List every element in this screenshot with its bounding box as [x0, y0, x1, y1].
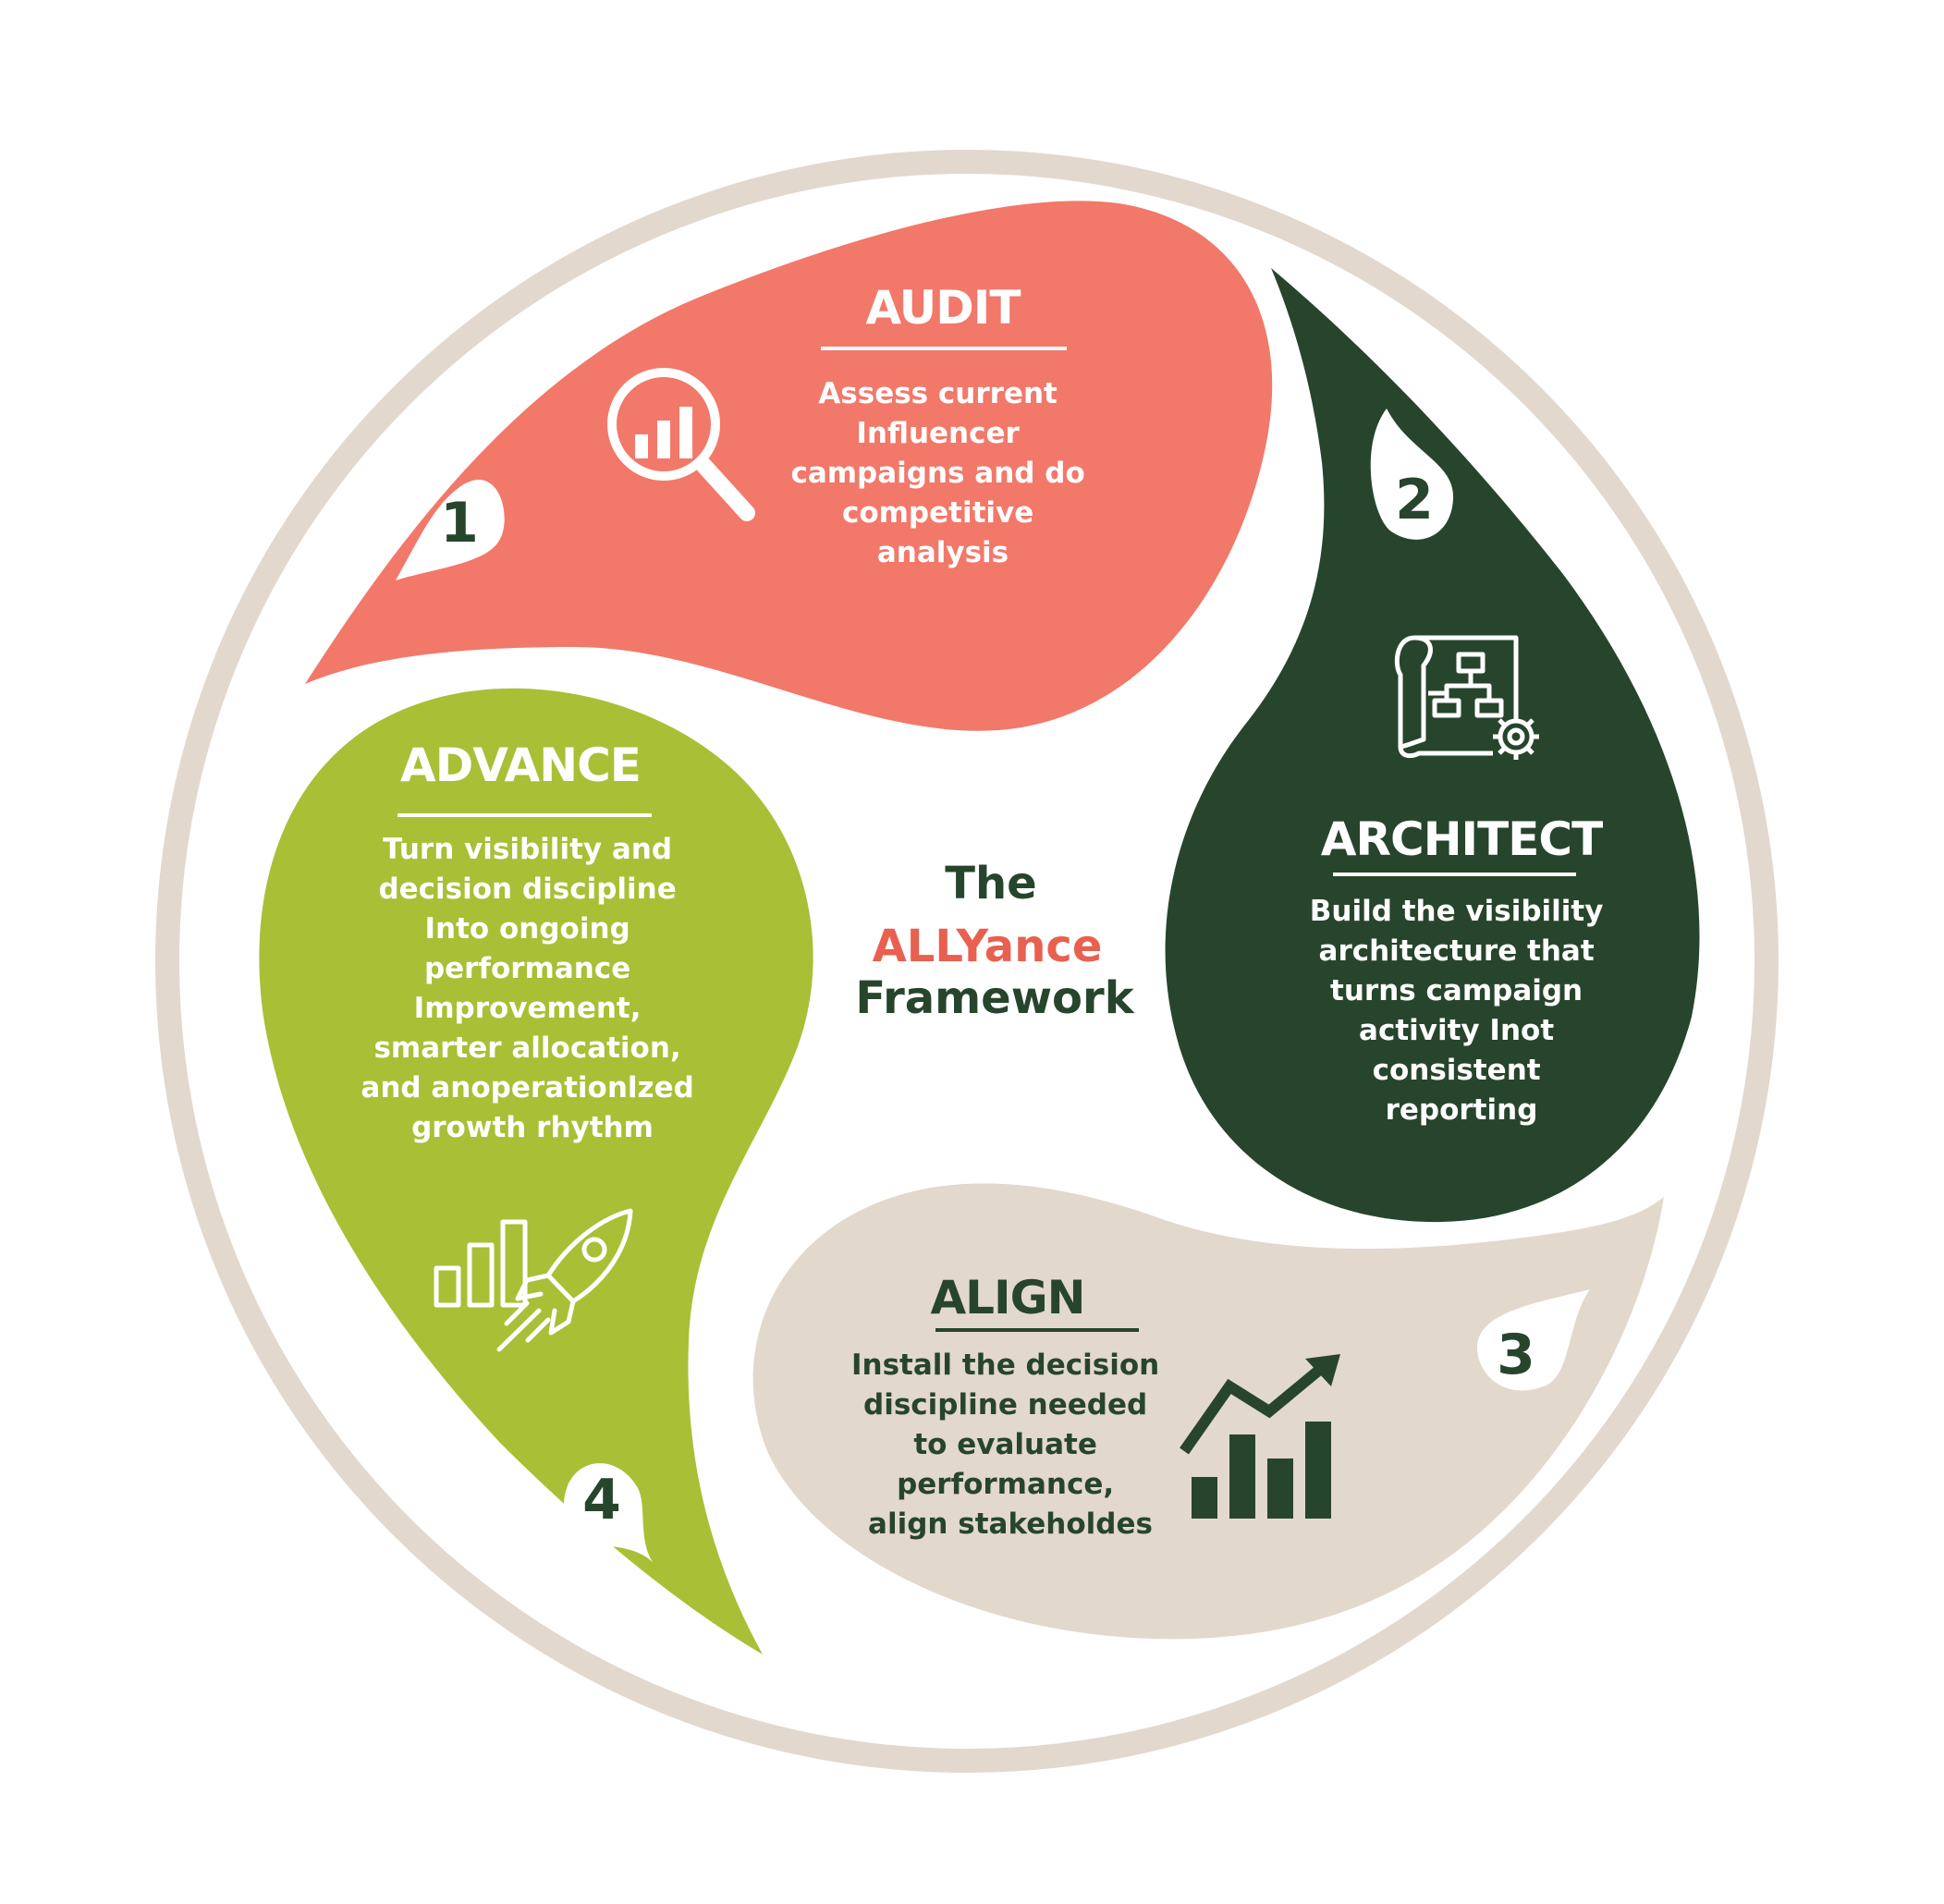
architect-title-underline [1333, 873, 1576, 876]
advance-desc-line: Into ongoing [424, 912, 630, 946]
architect-desc-line: consistent [1373, 1054, 1541, 1087]
advance-desc-line: Turn visibility and [383, 833, 672, 866]
architect-desc-line: reporting [1386, 1093, 1538, 1127]
advance-title: ADVANCE [400, 738, 641, 792]
audit-title-underline [821, 347, 1067, 350]
center-label: The ALLYance Framework [855, 858, 1134, 1024]
architect-desc-line: Build the visibility [1310, 895, 1604, 928]
number-bubble-1 [396, 480, 505, 580]
audit-teardrop-shape [305, 201, 1273, 731]
align-desc-line: discipline needed [863, 1388, 1147, 1422]
center-title-line-allyance: ALLYance [873, 921, 1103, 972]
advance-description: Turn visibility and decision discipline … [361, 833, 703, 1144]
number-3: 3 [1497, 1323, 1535, 1387]
architect-desc-line: turns campaign [1330, 974, 1583, 1007]
align-title: ALIGN [930, 1271, 1084, 1324]
advance-desc-line: decision discipline [378, 873, 676, 906]
advance-teardrop-shape [259, 688, 813, 1655]
number-2: 2 [1395, 468, 1434, 532]
architect-teardrop-shape [1165, 268, 1700, 1223]
align-desc-line: to evaluate [913, 1428, 1097, 1461]
center-title-line-framework: Framework [855, 972, 1134, 1024]
segment-advance: 4 ADVANCE Turn visibility and decision d… [259, 688, 813, 1655]
align-title-underline [935, 1328, 1139, 1332]
growth-chart-icon [1180, 1354, 1340, 1519]
architect-description: Build the visibility architecture that t… [1310, 895, 1613, 1127]
segment-audit: 1 AUDIT Assess current Influencer campai… [305, 201, 1273, 731]
audit-description: Assess current Influencer campaigns and … [790, 377, 1094, 569]
advance-desc-line: growth rhythm [411, 1111, 654, 1144]
number-4: 4 [582, 1468, 621, 1532]
advance-desc-line: Improvement, [414, 992, 642, 1025]
number-1: 1 [440, 491, 479, 555]
align-desc-line: Install the decision [851, 1349, 1159, 1382]
audit-desc-line: Influencer [856, 417, 1020, 450]
number-bubble-2 [1370, 409, 1454, 540]
outer-ring [155, 150, 1779, 1773]
audit-desc-line: analysis [877, 536, 1009, 569]
segment-align: 3 ALIGN Install the decision discipline … [752, 1183, 1664, 1640]
advance-desc-line: smarter allocation, [373, 1031, 680, 1065]
architect-desc-line: activity Inot [1359, 1014, 1554, 1047]
align-desc-line: align stakeholdes [868, 1507, 1153, 1541]
architect-title: ARCHITECT [1321, 812, 1603, 866]
align-description: Install the decision discipline needed t… [851, 1349, 1169, 1541]
advance-title-underline [397, 813, 652, 817]
advance-desc-line: performance [424, 952, 630, 985]
number-bubble-4 [563, 1463, 653, 1562]
align-desc-line: performance, [897, 1468, 1114, 1501]
blueprint-gear-icon [1394, 635, 1539, 760]
magnifier-chart-icon [607, 368, 755, 521]
center-title-line-the: The [945, 858, 1036, 909]
advance-desc-line: and anoperationlzed [361, 1071, 693, 1105]
segment-architect: 2 ARCHITECT Build the visibility archite… [1165, 268, 1700, 1223]
audit-desc-line: competitive [842, 496, 1033, 530]
audit-desc-line: campaigns and do [790, 457, 1084, 490]
number-bubble-3 [1476, 1289, 1590, 1391]
architect-desc-line: architecture that [1319, 934, 1595, 968]
rocket-chart-icon [434, 1208, 633, 1352]
audit-title: AUDIT [866, 281, 1021, 335]
audit-desc-line: Assess current [818, 377, 1058, 410]
